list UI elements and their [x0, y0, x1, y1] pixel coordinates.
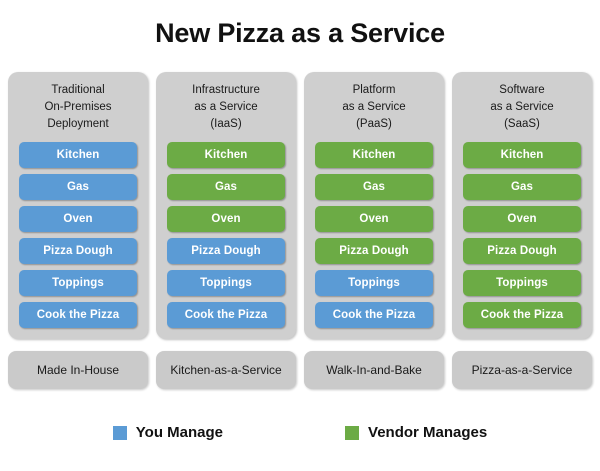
service-item-pill[interactable]: Gas	[19, 174, 137, 200]
service-card-header-line: Deployment	[47, 118, 109, 130]
service-card-header-line: Traditional	[51, 84, 105, 96]
service-card-header: Software as a Service (SaaS)	[463, 82, 581, 133]
service-item-pill[interactable]: Pizza Dough	[167, 238, 285, 264]
service-card-header-line: (PaaS)	[356, 118, 392, 130]
legend-item: You Manage	[112, 424, 224, 441]
service-footer-label: Walk-In-and-Bake	[304, 351, 444, 389]
service-item-pill[interactable]: Toppings	[463, 270, 581, 296]
service-item-pill[interactable]: Toppings	[315, 270, 433, 296]
service-card-header-line: Software	[499, 84, 545, 96]
legend: You Manage Vendor Manages	[0, 424, 600, 441]
service-item-pill[interactable]: Gas	[315, 174, 433, 200]
service-item-pill[interactable]: Cook the Pizza	[167, 302, 285, 328]
service-card-header-line: On-Premises	[44, 101, 112, 113]
service-item-pill[interactable]: Oven	[167, 206, 285, 232]
service-card-header-line: Platform	[352, 84, 396, 96]
service-item-pill[interactable]: Oven	[19, 206, 137, 232]
service-item-pill[interactable]: Gas	[167, 174, 285, 200]
service-card-header-line: as a Service	[194, 101, 258, 113]
service-item-pill[interactable]: Kitchen	[19, 142, 137, 168]
service-item-pill[interactable]: Pizza Dough	[315, 238, 433, 264]
service-item-pill[interactable]: Kitchen	[167, 142, 285, 168]
service-item-pill[interactable]: Cook the Pizza	[463, 302, 581, 328]
legend-label: Vendor Manages	[368, 424, 488, 441]
service-footer-label: Kitchen-as-a-Service	[156, 351, 296, 389]
service-item-pill[interactable]: Toppings	[167, 270, 285, 296]
legend-item: Vendor Manages	[345, 424, 487, 441]
service-card-header-line: (IaaS)	[210, 118, 242, 130]
service-item-pill[interactable]: Toppings	[19, 270, 137, 296]
service-item-pill[interactable]: Oven	[315, 206, 433, 232]
legend-label: You Manage	[135, 424, 224, 441]
service-footer-label: Made In-House	[8, 351, 148, 389]
service-card-header-line: (SaaS)	[504, 118, 540, 130]
legend-swatch-icon	[112, 425, 127, 440]
service-item-pill[interactable]: Kitchen	[315, 142, 433, 168]
service-card-header: Platform as a Service (PaaS)	[315, 82, 433, 133]
service-item-pill[interactable]: Pizza Dough	[463, 238, 581, 264]
service-item-pill[interactable]: Cook the Pizza	[19, 302, 137, 328]
service-card-header-line: as a Service	[490, 101, 554, 113]
service-item-pill[interactable]: Pizza Dough	[19, 238, 137, 264]
service-item-pill[interactable]: Gas	[463, 174, 581, 200]
service-card-header: Infrastructure as a Service (IaaS)	[167, 82, 285, 133]
service-item-pill[interactable]: Kitchen	[463, 142, 581, 168]
page-title: New Pizza as a Service	[155, 18, 445, 48]
legend-swatch-icon	[345, 425, 360, 440]
service-card-header-line: as a Service	[342, 101, 406, 113]
service-item-pill[interactable]: Oven	[463, 206, 581, 232]
service-card-header-line: Infrastructure	[192, 84, 260, 96]
service-footer-label: Pizza-as-a-Service	[452, 351, 592, 389]
service-item-pill[interactable]: Cook the Pizza	[315, 302, 433, 328]
